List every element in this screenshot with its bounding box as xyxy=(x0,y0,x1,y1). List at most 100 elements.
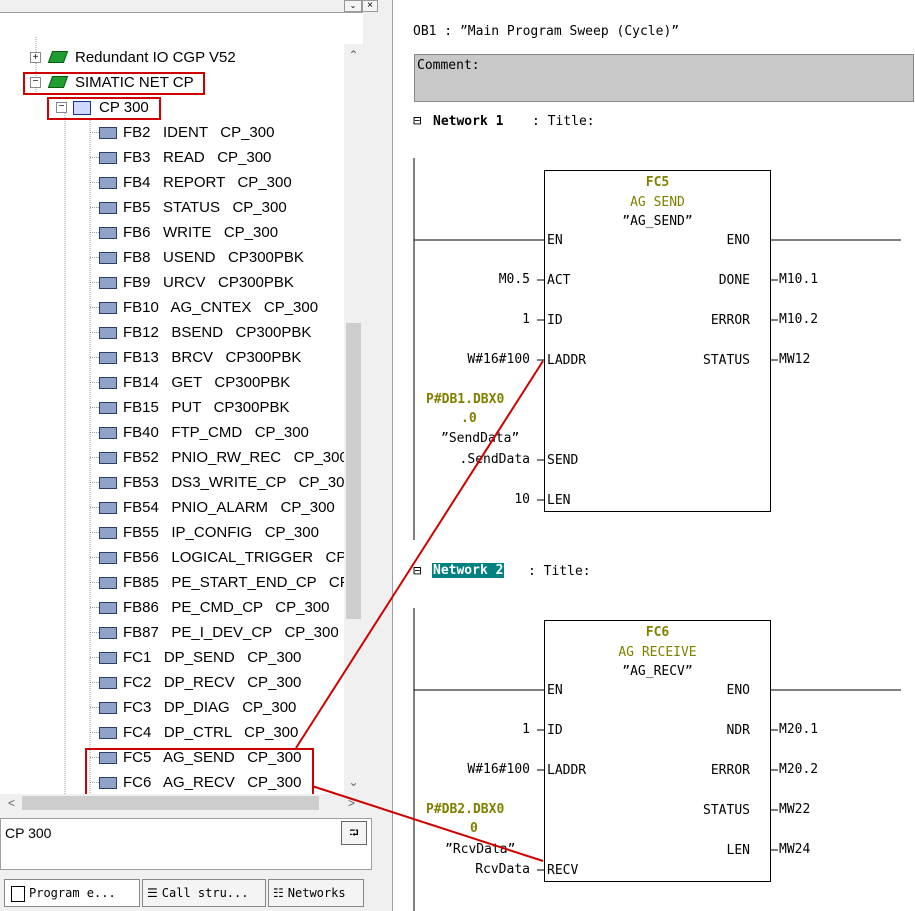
fc5-block[interactable]: FC5 AG SEND ”AG_SEND” EN ACT ID LADDR SE… xyxy=(544,170,771,512)
tab-program-elements[interactable]: Program e... xyxy=(4,879,140,907)
tree-item-block[interactable]: FC4 DP_CTRL CP_300 xyxy=(0,720,344,745)
tree-item-label: FB56 LOGICAL_TRIGGER CP_ xyxy=(123,549,355,566)
tree-item-block[interactable]: FB53 DS3_WRITE_CP CP_300 xyxy=(0,470,353,495)
tree-item-block[interactable]: FB87 PE_I_DEV_CP CP_300 xyxy=(0,620,344,645)
scroll-down-icon[interactable]: ⌄ xyxy=(344,0,362,12)
scrollbar-thumb[interactable] xyxy=(346,323,361,619)
fc5-symbol: ”AG_SEND” xyxy=(622,214,693,229)
tree-item-block[interactable]: FB14 GET CP300PBK xyxy=(0,370,344,395)
tree-item-block[interactable]: FB5 STATUS CP_300 xyxy=(0,195,344,220)
tree-item-block[interactable]: FB40 FTP_CMD CP_300 xyxy=(0,420,344,445)
tab-networks[interactable]: ☷Networks xyxy=(268,879,364,907)
tree-item-label: FB10 AG_CNTEX CP_300 xyxy=(123,299,319,316)
function-block-icon xyxy=(99,452,117,464)
tree-connector xyxy=(90,357,99,358)
param-status[interactable]: MW12 xyxy=(779,352,811,367)
tree-connector xyxy=(90,207,99,208)
scroll-up-icon[interactable]: ⌃ xyxy=(348,48,359,62)
tree-item-block[interactable]: FB85 PE_START_END_CP CP_ xyxy=(0,570,358,595)
function-block-icon xyxy=(99,602,117,614)
function-block-icon xyxy=(99,202,117,214)
tree-item-block[interactable]: FB13 BRCV CP300PBK xyxy=(0,345,344,370)
tree-item-block[interactable]: FC2 DP_RECV CP_300 xyxy=(0,670,344,695)
tree-item-label: FB53 DS3_WRITE_CP CP_300 xyxy=(123,474,353,491)
scrollbar-thumb[interactable] xyxy=(22,796,319,810)
tree-vertical-scrollbar[interactable]: ⌃ ⌄ xyxy=(344,44,363,794)
tree-item-block[interactable]: FB56 LOGICAL_TRIGGER CP_ xyxy=(0,545,355,570)
param-recv-addr[interactable]: P#DB2.DBX0 xyxy=(426,802,505,817)
tree-horizontal-scrollbar[interactable]: < > xyxy=(0,794,363,812)
param-done[interactable]: M10.1 xyxy=(779,272,819,287)
scroll-down-icon[interactable]: ⌄ xyxy=(348,775,359,789)
tree-item-block[interactable]: FB3 READ CP_300 xyxy=(0,145,344,170)
param-status[interactable]: MW22 xyxy=(779,802,811,817)
expand-icon[interactable]: + xyxy=(30,52,41,63)
tree-connector xyxy=(90,182,99,183)
param-recv-symbol-field: RcvData xyxy=(475,862,530,877)
comment-field[interactable]: Comment: xyxy=(414,54,914,102)
tree-item-block[interactable]: FB12 BSEND CP300PBK xyxy=(0,320,344,345)
lad-editor[interactable]: OB1 : ”Main Program Sweep (Cycle)” Comme… xyxy=(392,0,915,911)
collapse-icon[interactable]: − xyxy=(56,102,67,113)
param-len[interactable]: MW24 xyxy=(779,842,811,857)
function-block-icon xyxy=(99,752,117,764)
collapse-icon[interactable]: − xyxy=(30,77,41,88)
tree-item-block[interactable]: FB86 PE_CMD_CP CP_300 xyxy=(0,595,344,620)
close-icon[interactable]: × xyxy=(362,0,378,12)
tree-item-block[interactable]: FB52 PNIO_RW_REC CP_300 xyxy=(0,445,348,470)
network1-label[interactable]: Network 1 xyxy=(433,114,504,129)
tree-item-block[interactable]: FB9 URCV CP300PBK xyxy=(0,270,344,295)
tree-item-cp-300[interactable]: − CP 300 xyxy=(0,95,340,120)
jump-to-icon[interactable]: ⮒ xyxy=(341,821,367,845)
tree-item-redundant-io[interactable]: + Redundant IO CGP V52 xyxy=(0,45,340,70)
fc6-block[interactable]: FC6 AG RECEIVE ”AG_RECV” EN ID LADDR REC… xyxy=(544,620,771,882)
panel-tabs: Program e... ☰Call stru... ☷Networks xyxy=(0,876,378,911)
param-error[interactable]: M20.2 xyxy=(779,762,819,777)
function-block-icon xyxy=(99,577,117,589)
library-tree[interactable]: + Redundant IO CGP V52 − SIMATIC NET CP … xyxy=(0,12,363,795)
pin-recv: RECV xyxy=(547,863,579,878)
tree-item-block[interactable]: FB55 IP_CONFIG CP_300 xyxy=(0,520,344,545)
scroll-right-icon[interactable]: > xyxy=(347,796,355,810)
tree-item-block[interactable]: FB6 WRITE CP_300 xyxy=(0,220,344,245)
tree-connector xyxy=(90,457,99,458)
tree-item-block[interactable]: FB8 USEND CP300PBK xyxy=(0,245,344,270)
tree-item-block[interactable]: FC1 DP_SEND CP_300 xyxy=(0,645,344,670)
tree-connector xyxy=(90,707,99,708)
tree-item-label: FC3 DP_DIAG CP_300 xyxy=(123,699,297,716)
pin-error: ERROR xyxy=(710,313,750,328)
tree-item-label: FB15 PUT CP300PBK xyxy=(123,399,290,416)
tree-connector xyxy=(90,232,99,233)
network1-collapse-icon[interactable]: ⊟ xyxy=(413,113,422,129)
param-id[interactable]: 1 xyxy=(522,312,530,327)
tree-connector xyxy=(90,782,99,783)
param-error[interactable]: M10.2 xyxy=(779,312,819,327)
tree-connector xyxy=(90,732,99,733)
tree-item-label: FB14 GET CP300PBK xyxy=(123,374,291,391)
tree-item-simatic-net-cp[interactable]: − SIMATIC NET CP xyxy=(0,70,340,95)
tree-item-label: FB5 STATUS CP_300 xyxy=(123,199,287,216)
tab-call-structure[interactable]: ☰Call stru... xyxy=(142,879,266,907)
param-ndr[interactable]: M20.1 xyxy=(779,722,819,737)
tree-connector xyxy=(90,482,99,483)
tree-item-block[interactable]: FC3 DP_DIAG CP_300 xyxy=(0,695,344,720)
param-laddr[interactable]: W#16#100 xyxy=(467,762,530,777)
tree-item-label: FC5 AG_SEND CP_300 xyxy=(123,749,302,766)
tree-item-block[interactable]: FB15 PUT CP300PBK xyxy=(0,395,344,420)
param-act[interactable]: M0.5 xyxy=(498,272,530,287)
tree-connector xyxy=(90,607,99,608)
tree-item-label: FB54 PNIO_ALARM CP_300 xyxy=(123,499,335,516)
pin-error: ERROR xyxy=(710,763,750,778)
tree-item-block[interactable]: FC6 AG_RECV CP_300 xyxy=(0,770,344,795)
function-block-icon xyxy=(99,627,117,639)
tree-item-block[interactable]: FB54 PNIO_ALARM CP_300 xyxy=(0,495,344,520)
tree-item-block[interactable]: FB4 REPORT CP_300 xyxy=(0,170,344,195)
selection-info-box: CP 300 ⮒ xyxy=(0,818,372,870)
tree-item-block[interactable]: FC5 AG_SEND CP_300 xyxy=(0,745,344,770)
scroll-left-icon[interactable]: < xyxy=(7,796,15,810)
function-block-icon xyxy=(99,427,117,439)
param-id[interactable]: 1 xyxy=(522,722,530,737)
tree-connector xyxy=(90,507,99,508)
tree-item-block[interactable]: FB10 AG_CNTEX CP_300 xyxy=(0,295,344,320)
tree-item-block[interactable]: FB2 IDENT CP_300 xyxy=(0,120,344,145)
